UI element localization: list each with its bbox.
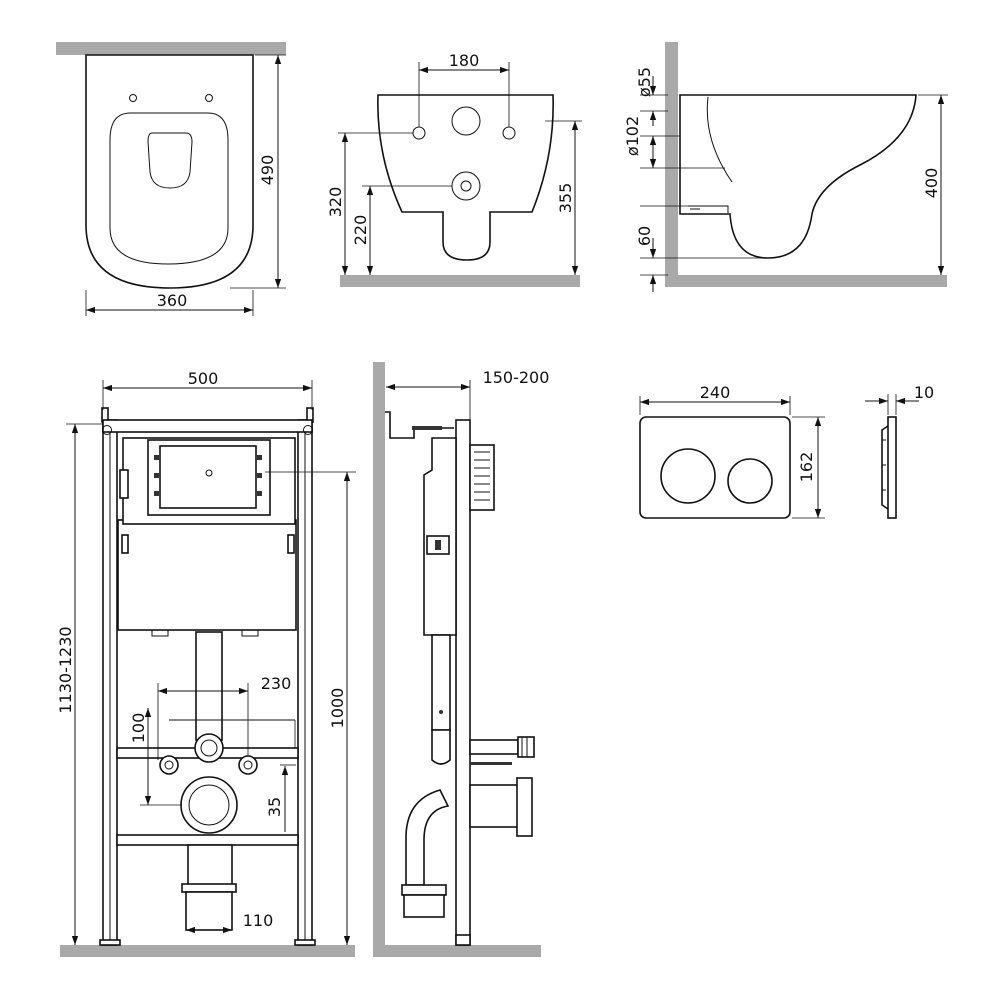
hinge-hole-left <box>129 94 137 102</box>
frame-side-view: 150-200 <box>373 362 549 957</box>
flush-pipe <box>195 631 223 741</box>
flush-plate-mount <box>469 444 495 511</box>
flush-plate-front-view: 240 162 <box>639 383 825 519</box>
dim-frame-height: 1000 <box>328 688 347 729</box>
flush-plate-side-outline <box>887 416 897 519</box>
dim-bowl-depth: 490 <box>258 155 277 186</box>
dim-height-mid: 320 <box>326 187 345 218</box>
flush-plate-side-view: 10 <box>865 383 934 519</box>
seat-opening <box>109 112 229 265</box>
wall-frame-side <box>373 362 385 957</box>
flush-button-large <box>660 448 716 504</box>
dim-bowl-width: 360 <box>157 291 188 310</box>
bowl-water-area <box>147 132 193 189</box>
dim-offset-vertical: 100 <box>129 713 148 744</box>
floor-frame-side <box>373 945 541 957</box>
bowl-side-view: ø55 ø102 60 400 <box>623 42 948 292</box>
dim-plate-width: 240 <box>700 383 731 402</box>
dim-height-upper: 355 <box>556 183 575 214</box>
drain-elbow-side <box>516 777 533 837</box>
dim-diam-small: ø55 <box>635 67 654 97</box>
dim-bolt-spacing-frame: 230 <box>261 674 292 693</box>
drain-pipe-lower <box>185 891 233 931</box>
dim-diam-large: ø102 <box>623 116 642 156</box>
dim-offset-small: 35 <box>265 797 284 817</box>
wall-side <box>665 42 678 287</box>
dim-frame-height-range: 1130-1230 <box>56 626 75 713</box>
frame-post-side <box>455 419 471 946</box>
water-inlet-hole <box>451 106 481 136</box>
flush-button-small <box>727 458 773 504</box>
bowl-rear-view: 180 355 320 220 <box>326 51 582 287</box>
bowl-top-view: 360 490 <box>56 42 286 316</box>
bowl-rear-outline <box>377 94 554 261</box>
cistern-body <box>117 519 297 631</box>
dim-frame-depth-range: 150-200 <box>483 368 550 387</box>
inner-rim-line <box>706 96 733 183</box>
dim-height-lower: 220 <box>351 215 370 246</box>
bolt-right <box>238 755 258 775</box>
floor-side <box>665 275 947 287</box>
dim-plate-height: 162 <box>797 452 816 483</box>
dim-bowl-height: 400 <box>922 168 941 199</box>
dim-bottom: 60 <box>635 226 654 246</box>
dim-drain-width: 110 <box>243 911 274 930</box>
frame-front-view: 500 1130-1230 1000 230 100 35 110 <box>56 369 356 957</box>
floor-rear <box>340 275 580 287</box>
dim-frame-width: 500 <box>188 369 219 388</box>
dim-bolt-spacing: 180 <box>449 51 480 70</box>
dim-plate-thickness: 10 <box>914 383 934 402</box>
floor-frame-front <box>60 945 355 957</box>
hinge-hole-right <box>205 94 213 102</box>
bowl-side-outline <box>679 94 917 259</box>
wall-top <box>56 42 286 55</box>
bolt-left <box>159 755 179 775</box>
